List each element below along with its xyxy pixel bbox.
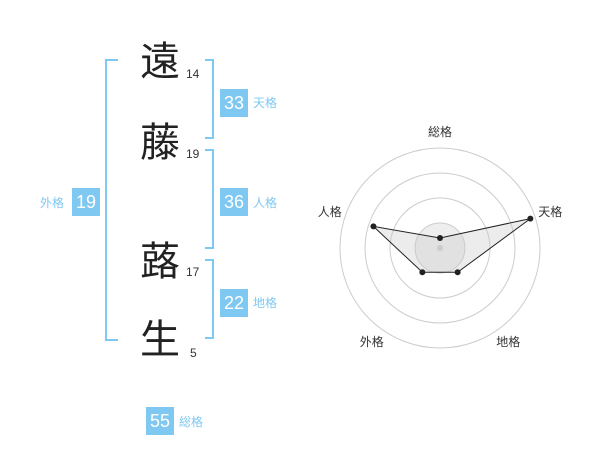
radar-ring-3 (364, 172, 516, 324)
radar-point-2 (454, 269, 461, 276)
radar-axis-label-4: 人格 (318, 204, 342, 219)
radar-point-1 (527, 215, 534, 222)
chikaku-bracket (205, 259, 214, 339)
gaikaku-value: 19 (72, 188, 100, 216)
name-char-4: 生 (140, 317, 180, 363)
soukaku-value: 55 (146, 407, 174, 435)
stroke-count-1: 14 (186, 67, 200, 81)
radar-point-3 (419, 269, 426, 276)
radar-axis-label-0: 総格 (428, 124, 452, 139)
radar-axis-label-2: 地格 (496, 334, 520, 349)
stroke-count-2: 19 (186, 147, 200, 161)
jinkaku-label: 人格 (253, 196, 278, 210)
radar-axis-label-1: 天格 (538, 204, 562, 219)
tenkaku-label: 天格 (253, 96, 278, 110)
radar-center-dot (437, 245, 443, 251)
jinkaku-bracket (205, 149, 214, 249)
stroke-count-4: 5 (190, 346, 197, 360)
soukaku-label: 総格 (179, 415, 204, 429)
gaikaku-bracket (105, 59, 118, 341)
radar-ring-1 (414, 222, 466, 274)
radar-ring-4 (339, 147, 541, 349)
name-char-1: 遠 (140, 39, 180, 85)
chikaku-value: 22 (220, 289, 248, 317)
radar-axis-label-3: 外格 (360, 334, 384, 349)
radar-point-0 (437, 235, 443, 241)
tenkaku-value: 33 (220, 89, 248, 117)
radar-series-polygon (371, 218, 531, 273)
name-char-2: 藤 (140, 120, 180, 166)
gaikaku-label: 外格 (40, 196, 65, 210)
chikaku-label: 地格 (253, 296, 278, 310)
tenkaku-bracket (205, 59, 214, 139)
radar-point-4 (370, 223, 377, 230)
name-char-3: 蕗 (140, 239, 180, 285)
jinkaku-value: 36 (220, 188, 248, 216)
stroke-count-3: 17 (186, 265, 200, 279)
